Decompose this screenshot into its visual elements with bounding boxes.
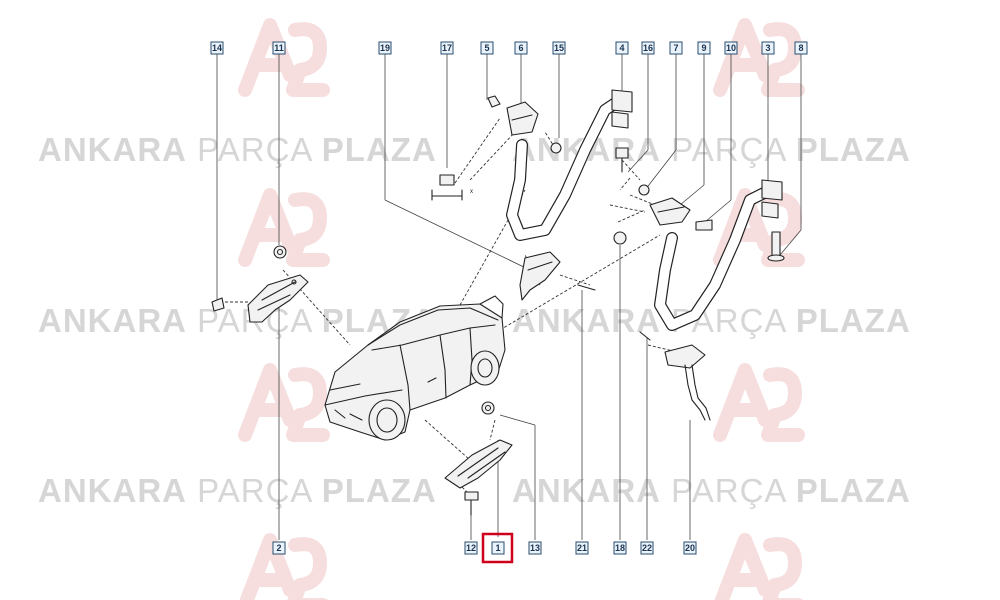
svg-text:15: 15 [554,43,564,53]
leader-lines [216,53,802,540]
svg-text:20: 20 [685,543,695,553]
svg-text:6: 6 [518,43,523,53]
boot-hinge-right-tube [613,147,785,421]
callout-20[interactable]: 20 [683,541,697,555]
callout-2[interactable]: 2 [272,541,286,555]
callout-12[interactable]: 12 [464,541,478,555]
svg-text:4: 4 [619,43,624,53]
callout-13[interactable]: 13 [528,541,542,555]
callout-10[interactable]: 10 [724,41,738,55]
svg-text:16: 16 [643,43,653,53]
dimension-label: x [470,189,473,195]
watermark-logo-icon [239,533,328,600]
svg-text:8: 8 [798,43,803,53]
svg-text:12: 12 [466,543,476,553]
watermark-row: ANKARA PARÇA PLAZA [38,131,437,168]
watermark-logo-icon [238,18,330,97]
callout-9[interactable]: 9 [697,41,711,55]
watermark-row: ANKARA PARÇA PLAZA [512,131,911,168]
callout-4[interactable]: 4 [615,41,629,55]
watermark-row: ANKARA PARÇA PLAZA [512,472,911,509]
callout-1[interactable]: 1 [481,532,514,564]
dimension-mark: x [431,189,473,201]
svg-text:5: 5 [484,43,489,53]
watermark-logo-icon [238,188,330,267]
callout-22[interactable]: 22 [640,541,654,555]
svg-text:22: 22 [642,543,652,553]
assembly-lines [220,117,691,496]
svg-text:13: 13 [530,543,540,553]
watermark-row: ANKARA PARÇA PLAZA [38,472,437,509]
svg-text:17: 17 [442,43,452,53]
callout-14[interactable]: 14 [210,41,224,55]
callout-18[interactable]: 18 [613,541,627,555]
svg-text:19: 19 [380,43,390,53]
callout-11[interactable]: 11 [272,41,286,55]
bonnet-hinge-bottom [444,401,513,516]
svg-text:9: 9 [701,43,706,53]
callouts: 14 11 19 17 5 6 15 4 [210,41,808,564]
callout-8[interactable]: 8 [794,41,808,55]
svg-text:3: 3 [765,43,770,53]
svg-text:11: 11 [274,43,284,53]
callout-16[interactable]: 16 [641,41,655,55]
svg-text:7: 7 [673,43,678,53]
watermark-logo-icon [713,18,805,97]
boot-hinge-left-tube [439,89,633,301]
callout-17[interactable]: 17 [440,41,454,55]
callout-19[interactable]: 19 [378,41,392,55]
svg-text:14: 14 [212,43,222,53]
callout-7[interactable]: 7 [669,41,683,55]
car-illustration [324,295,506,441]
callout-6[interactable]: 6 [514,41,528,55]
bonnet-hinge-left [211,245,309,323]
svg-text:18: 18 [615,543,625,553]
callout-15[interactable]: 15 [552,41,566,55]
svg-text:2: 2 [276,543,281,553]
watermark-row: ANKARA PARÇA PLAZA [38,302,437,339]
svg-text:21: 21 [577,543,587,553]
callout-5[interactable]: 5 [480,41,494,55]
watermark-logo-icon [713,363,805,442]
watermark-logo-icon [238,363,330,442]
watermark-logo-icon [714,533,803,600]
svg-text:1: 1 [495,543,500,553]
callout-3[interactable]: 3 [761,41,775,55]
watermark-row: ANKARA PARÇA PLAZA [512,302,911,339]
callout-1-highlight [481,532,514,564]
callout-21[interactable]: 21 [575,541,589,555]
svg-text:10: 10 [726,43,736,53]
